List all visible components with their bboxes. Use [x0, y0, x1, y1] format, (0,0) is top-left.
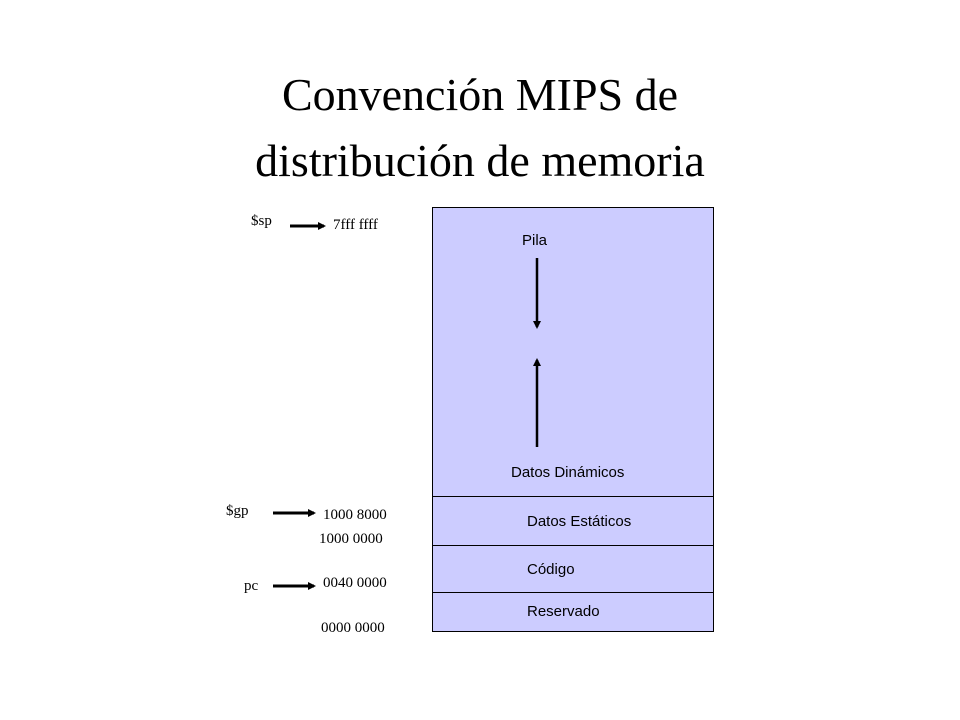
segment-static-label: Datos Estáticos — [527, 513, 632, 530]
segment-text-label: Código — [527, 561, 575, 578]
address-data-start: 1000 0000 — [319, 531, 383, 547]
address-stack-top: 7fff ffff — [333, 217, 378, 233]
register-pc-label: pc — [244, 578, 259, 594]
divider-text-reserved — [433, 592, 713, 593]
title-line-1: Convención MIPS de — [281, 69, 679, 120]
register-sp-label: $sp — [251, 213, 272, 229]
title-line-2: distribución de memoria — [255, 135, 705, 186]
divider-static-text — [433, 545, 713, 546]
address-gp-value: 1000 8000 — [323, 507, 387, 523]
address-base: 0000 0000 — [321, 620, 385, 636]
address-text-start: 0040 0000 — [323, 575, 387, 591]
segment-dynamic-label: Datos Dinámicos — [511, 464, 625, 481]
register-gp-label: $gp — [226, 503, 249, 519]
segment-stack-label: Pila — [522, 232, 548, 249]
memory-layout-column — [432, 207, 714, 632]
slide-title: Convención MIPS de distribución de memor… — [0, 62, 960, 194]
segment-reserved-label: Reservado — [527, 603, 600, 620]
divider-dynamic-static — [433, 496, 713, 497]
